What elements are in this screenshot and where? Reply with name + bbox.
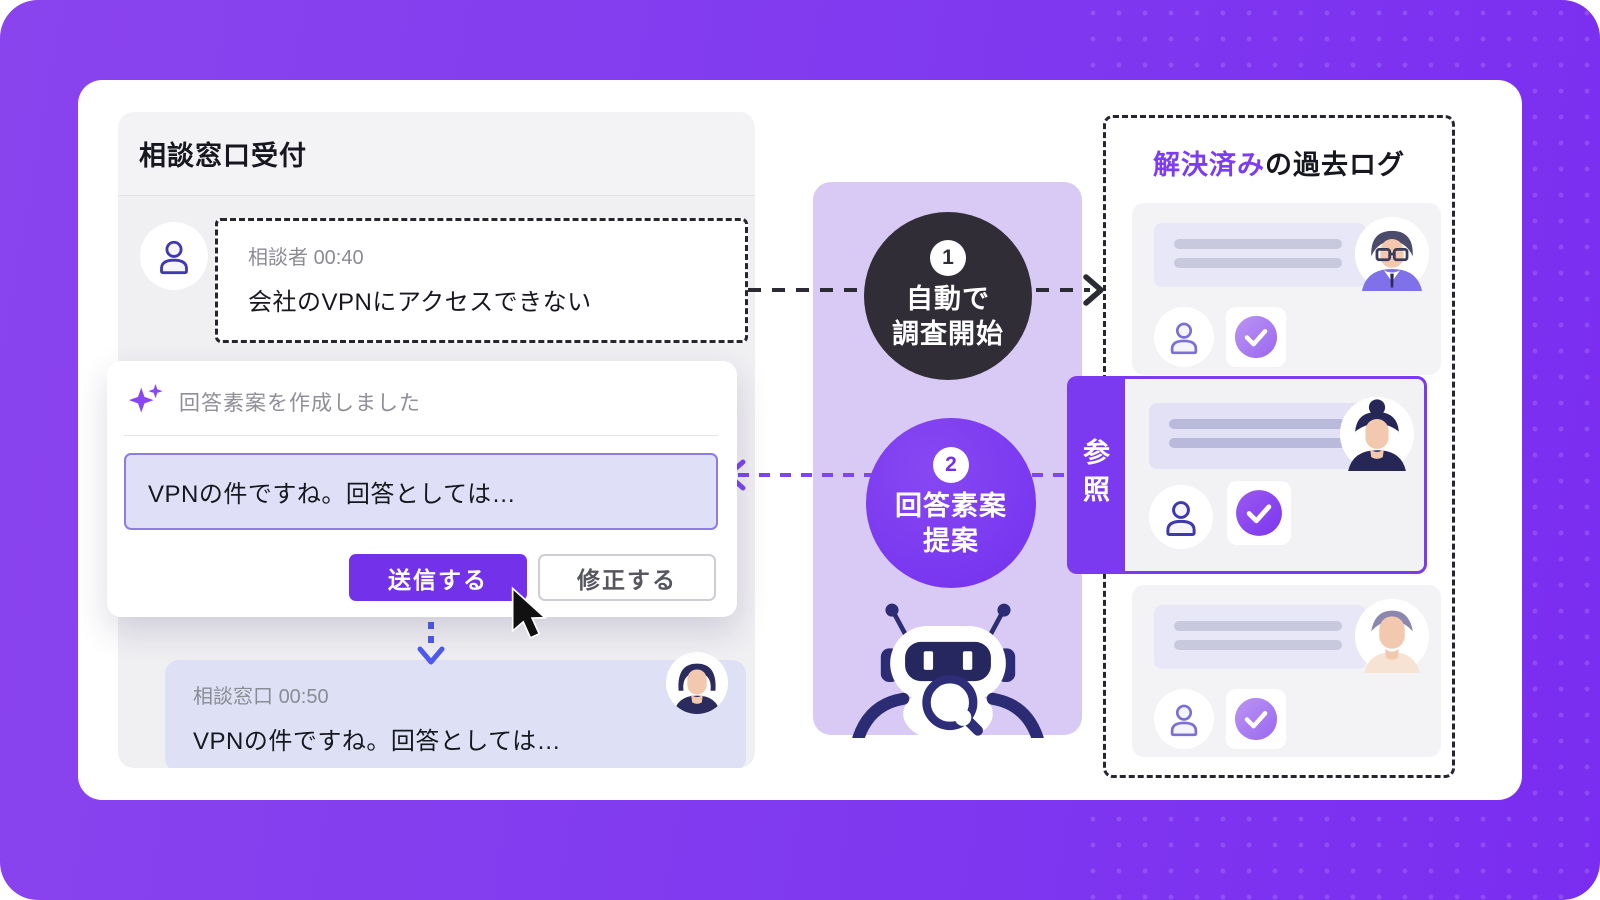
arrow-right-icon <box>1083 274 1104 306</box>
step1-circle: 1 自動で 調査開始 <box>864 212 1032 380</box>
mouse-cursor-icon <box>511 586 548 640</box>
placeholder-line <box>1169 438 1345 448</box>
history-title-rest: の過去ログ <box>1265 150 1405 180</box>
history-panel: 解決済みの過去ログ <box>1067 115 1455 778</box>
popup-header-text: 回答素案を作成しました <box>179 392 421 415</box>
ai-sparkle-icon <box>128 383 163 413</box>
popup-header: 回答素案を作成しました <box>107 361 737 421</box>
person-icon <box>1170 322 1198 355</box>
person-badge <box>1154 689 1214 749</box>
check-icon <box>1234 315 1278 359</box>
check-badge <box>1226 689 1286 749</box>
step1-label-line1: 自動で <box>906 283 990 314</box>
draft-text-input[interactable]: VPNの件ですね。回答としては… <box>124 453 718 530</box>
woman-bun-avatar-icon <box>1340 397 1414 471</box>
chat-panel-title: 相談窓口受付 <box>139 141 307 171</box>
incoming-message-box: 相談者 00:40 会社のVPNにアクセスできない <box>215 218 748 343</box>
outgoing-sender: 相談窓口 <box>193 686 273 708</box>
agent-avatar-icon <box>666 652 728 714</box>
person-badge <box>1149 485 1213 549</box>
check-badge <box>1226 307 1286 367</box>
outgoing-meta: 相談窓口 00:50 <box>193 680 746 709</box>
person-icon <box>160 240 188 275</box>
log-card <box>1132 585 1441 757</box>
send-button[interactable]: 送信する <box>349 554 527 601</box>
placeholder-line <box>1169 419 1345 429</box>
placeholder-line <box>1174 621 1342 631</box>
log-avatar <box>1340 397 1414 471</box>
ai-suggestion-popup: 回答素案を作成しました VPNの件ですね。回答としては… 送信する 修正する <box>107 361 737 617</box>
referenced-card-body <box>1122 376 1427 574</box>
step2-label-line2: 提案 <box>923 526 979 556</box>
history-panel-title: 解決済みの過去ログ <box>1106 143 1452 182</box>
log-avatar <box>1355 599 1429 673</box>
step1-number-badge: 1 <box>930 239 966 276</box>
placeholder-line <box>1174 258 1342 268</box>
check-badge <box>1227 481 1291 545</box>
log-card <box>1132 203 1441 375</box>
log-placeholder-box <box>1154 223 1366 287</box>
main-card: 相談窓口受付 相談者 00:40 会社のVPNにアクセスできない 相談窓口 00 <box>78 80 1522 800</box>
step2-label-line1: 回答素案 <box>895 490 1007 521</box>
log-avatar <box>1355 217 1429 291</box>
agent-avatar <box>666 652 728 714</box>
outgoing-time: 00:50 <box>278 686 329 708</box>
person-icon <box>1166 501 1196 536</box>
reference-label: 参照 <box>1079 438 1109 512</box>
placeholder-line <box>1174 239 1342 249</box>
message-time: 00:40 <box>313 247 364 269</box>
outgoing-text: VPNの件ですね。回答としては… <box>193 728 562 755</box>
check-icon <box>1234 697 1278 741</box>
step1-label-line2: 調査開始 <box>892 319 1004 349</box>
outgoing-message-bubble: 相談窓口 00:50 VPNの件ですね。回答としては… <box>165 660 746 768</box>
check-icon <box>1236 490 1282 536</box>
person-icon <box>1170 704 1198 737</box>
man-glasses-avatar-icon <box>1355 217 1429 291</box>
history-title-highlight: 解決済み <box>1153 150 1265 180</box>
arrow-down-icon <box>417 646 445 665</box>
referenced-log-card: 参照 <box>1067 376 1427 574</box>
robot-magnifier-icon <box>852 603 1044 738</box>
message-meta: 相談者 00:40 <box>248 241 745 270</box>
log-placeholder-box <box>1154 605 1366 669</box>
reference-tab: 参照 <box>1067 376 1122 574</box>
popup-divider <box>124 435 718 436</box>
placeholder-line <box>1174 640 1342 650</box>
edit-button[interactable]: 修正する <box>538 554 716 601</box>
person-gray-avatar-icon <box>1355 599 1429 673</box>
chat-panel-header: 相談窓口受付 <box>118 112 755 196</box>
log-placeholder-box <box>1149 403 1365 469</box>
send-flow-arrow <box>428 608 434 648</box>
message-text: 会社のVPNにアクセスできない <box>248 289 592 316</box>
person-badge <box>1154 307 1214 367</box>
step2-number-badge: 2 <box>933 446 969 483</box>
step2-circle: 2 回答素案 提案 <box>866 418 1036 588</box>
message-sender: 相談者 <box>248 247 308 269</box>
consultant-avatar <box>140 222 208 290</box>
